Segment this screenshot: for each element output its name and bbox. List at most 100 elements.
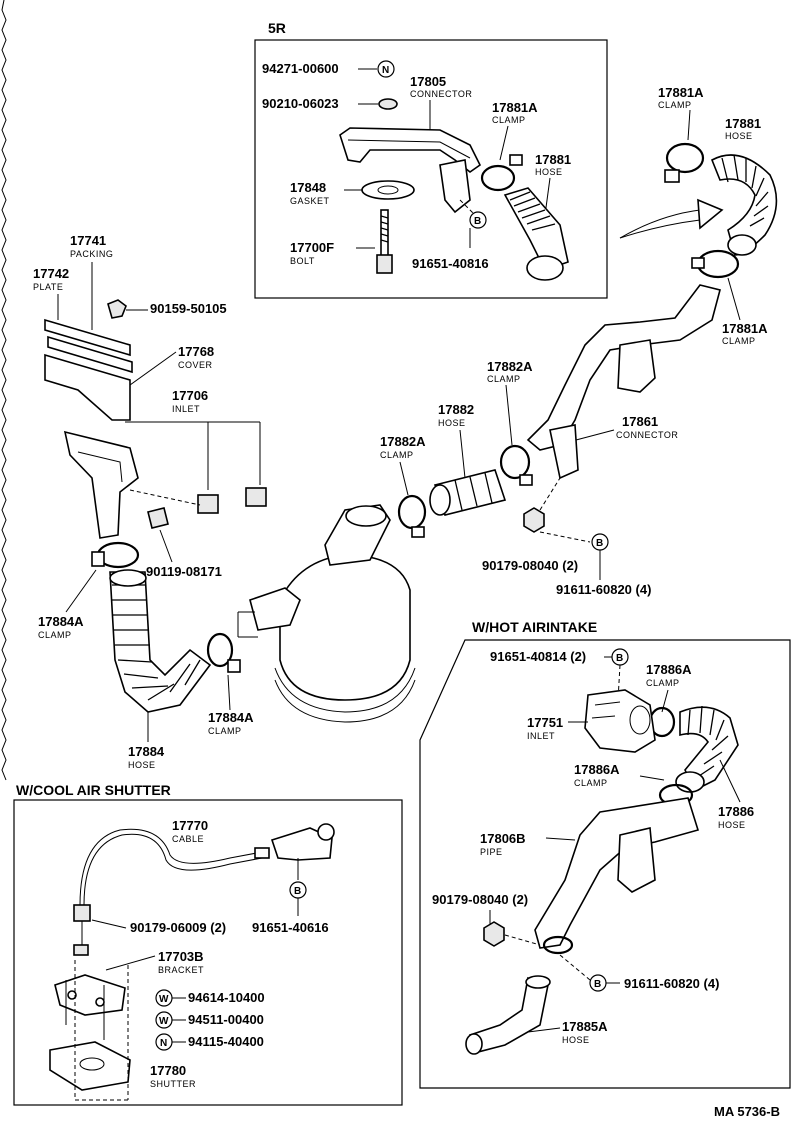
grommet-icon-2 [245, 487, 267, 507]
screw-icon [107, 299, 127, 319]
label-91611-60820-b: 91611-60820 (4) [624, 976, 719, 991]
name-17805: CONNECTOR [410, 89, 472, 99]
clamp-17881A-icon [480, 164, 516, 192]
n-symbol-icon [377, 60, 395, 78]
gasket-icon [361, 180, 415, 200]
grommet-icon [197, 494, 219, 514]
air-cleaner-case-icon [279, 554, 411, 701]
name-17742: PLATE [33, 282, 63, 292]
shutter-17780-icon [49, 1041, 131, 1091]
label-90179-08040-a: 90179-08040 (2) [482, 558, 578, 573]
label-17881A-c: 17881A [722, 321, 768, 336]
svg-text:N: N [160, 1038, 167, 1049]
section-5r: 5R 94271-00600 N 90210-06023 17805 CONNE… [254, 20, 608, 299]
name-17700F: BOLT [290, 256, 315, 266]
label-17886A-b: 17886A [574, 762, 620, 777]
label-94614: 94614-10400 [188, 990, 265, 1005]
label-94115: 94115-40400 [188, 1034, 264, 1049]
label-17885A: 17885A [562, 1019, 608, 1034]
air-cleaner [237, 504, 416, 723]
label-17881A-a: 17881A [492, 100, 538, 115]
bolt-90119-icon [147, 507, 169, 529]
label-17882A-a: 17882A [487, 359, 533, 374]
bracket-plate-icon [270, 827, 333, 861]
label-17886: 17886 [718, 804, 754, 819]
section-cool-air-shutter: W/COOL AIR SHUTTER 17770 CABLE B 91651-4… [13, 782, 403, 1106]
svg-text:N: N [382, 65, 389, 76]
label-17881A-b: 17881A [658, 85, 704, 100]
plate-icon [44, 318, 131, 357]
section-5r-frame [254, 39, 608, 299]
name-17751: INLET [527, 731, 555, 741]
label-17768: 17768 [178, 344, 214, 359]
svg-text:B: B [616, 653, 623, 664]
name-17881A-a: CLAMP [492, 115, 526, 125]
nut-icon [523, 507, 545, 533]
clamp-17881A-b-icon [665, 142, 705, 174]
label-17751: 17751 [527, 715, 563, 730]
svg-text:B: B [596, 538, 603, 549]
section-hot-title: W/HOT AIRINTAKE [472, 619, 597, 635]
svg-text:B: B [594, 979, 601, 990]
label-91651-40616: 91651-40616 [252, 920, 329, 935]
clamp-17882A-b-icon [397, 494, 427, 530]
label-17884A-a: 17884A [38, 614, 84, 629]
section-hot-airintake: W/HOT AIRINTAKE 91651-40814 (2) B 17886A… [419, 619, 791, 1089]
name-17861: CONNECTOR [616, 430, 678, 440]
inlet-17706-icon [63, 430, 139, 539]
label-17886A-a: 17886A [646, 662, 692, 677]
cable-end-icon [73, 904, 91, 922]
name-17886: HOSE [718, 820, 746, 830]
nut-icon-2 [483, 921, 505, 947]
clamp-17884A-b-icon [206, 632, 234, 668]
section-cool-frame [13, 799, 403, 1106]
label-90179-06009: 90179-06009 (2) [130, 920, 226, 935]
label-17882A-b: 17882A [380, 434, 426, 449]
label-17700F: 17700F [290, 240, 334, 255]
section-cool-title: W/COOL AIR SHUTTER [16, 782, 171, 798]
label-17741: 17741 [70, 233, 106, 248]
bracket-17703B-icon [54, 974, 126, 1016]
group-17881-right: 17881A CLAMP 17881 HOSE 17881A CLAMP [619, 85, 778, 346]
svg-text:W: W [159, 994, 169, 1005]
hose-17884-icon [109, 571, 212, 713]
section-hot-frame [419, 639, 791, 1089]
label-17805: 17805 [410, 74, 446, 89]
name-17884A-b: CLAMP [208, 726, 242, 736]
clamp-17882A-a-icon [499, 444, 531, 480]
cable-17770-icon [79, 828, 263, 906]
name-17881A-c: CLAMP [722, 336, 756, 346]
label-90159: 90159-50105 [150, 301, 227, 316]
packing-icon [47, 335, 133, 374]
group-inlet-left: 17741 PACKING 17742 PLATE 90159-50105 17… [33, 233, 267, 579]
label-17848: 17848 [290, 180, 326, 195]
label-90179-08040-b: 90179-08040 (2) [432, 892, 528, 907]
name-17882A-b: CLAMP [380, 450, 414, 460]
label-94511: 94511-00400 [188, 1012, 264, 1027]
label-17861: 17861 [622, 414, 658, 429]
name-17848: GASKET [290, 196, 330, 206]
name-17806B: PIPE [480, 847, 503, 857]
name-17886A-b: CLAMP [574, 778, 608, 788]
svg-text:B: B [294, 886, 301, 897]
name-17886A-a: CLAMP [646, 678, 680, 688]
name-17881-b: HOSE [725, 131, 753, 141]
inlet-17751-icon [584, 689, 656, 753]
svg-text:B: B [474, 216, 481, 227]
label-91611-60820-a: 91611-60820 (4) [556, 582, 651, 597]
name-17768: COVER [178, 360, 213, 370]
group-17884: 17884A CLAMP 17884A CLAMP 17884 HOSE [38, 541, 254, 770]
label-17881-a: 17881 [535, 152, 571, 167]
section-5r-title: 5R [268, 20, 286, 36]
label-17884A-b: 17884A [208, 710, 254, 725]
name-17885A: HOSE [562, 1035, 590, 1045]
name-17706: INLET [172, 404, 200, 414]
name-17770: CABLE [172, 834, 204, 844]
label-17703B: 17703B [158, 949, 204, 964]
label-17706: 17706 [172, 388, 208, 403]
group-17882: 17882A CLAMP 17882 HOSE 17882A CLAMP B 9… [380, 359, 651, 597]
name-17882A-a: CLAMP [487, 374, 521, 384]
label-17884: 17884 [128, 744, 165, 759]
label-17882: 17882 [438, 402, 474, 417]
